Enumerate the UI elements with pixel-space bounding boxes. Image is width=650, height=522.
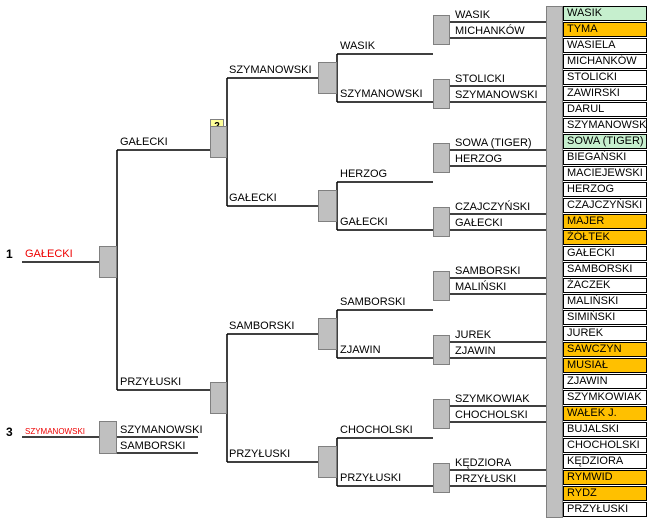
round-4-label: GAŁECKI bbox=[120, 136, 168, 148]
round-4-label: PRZYŁUSKI bbox=[120, 376, 182, 388]
player-cell: SZYMANOWSKI bbox=[563, 118, 647, 133]
round-1-bottom-label: MALIŃSKI bbox=[455, 281, 507, 293]
player-cell: RYMWID bbox=[563, 470, 647, 485]
round-1-top-label: SZYMKOWIAK bbox=[455, 393, 530, 405]
round-2-label: SZYMANOWSKI bbox=[340, 88, 423, 100]
player-cell: MUSIAŁ bbox=[563, 358, 647, 373]
round-1-box bbox=[433, 15, 450, 45]
round-3-box bbox=[210, 382, 227, 414]
round-1-top-label: JUREK bbox=[455, 329, 492, 341]
round-1-box bbox=[433, 207, 450, 237]
player-cell: WASIK bbox=[563, 6, 647, 21]
round-2-box bbox=[318, 446, 337, 478]
round-3-box bbox=[210, 126, 227, 158]
round-1-bottom-label: HERZOG bbox=[455, 153, 503, 165]
round-1-top-label: SAMBORSKI bbox=[455, 265, 521, 277]
player-cell: WASIELA bbox=[563, 38, 647, 53]
round-1-bottom-label: CHOCHOLSKI bbox=[455, 409, 528, 421]
round-3-label: SZYMANOWSKI bbox=[229, 64, 312, 76]
round-1-bottom-label: GAŁECKI bbox=[455, 217, 503, 229]
final-place-number: 1 bbox=[6, 247, 13, 261]
round-1-top-label: STOLICKI bbox=[455, 73, 505, 85]
player-cell: CHOCHOLSKI bbox=[563, 438, 647, 453]
round-1-box bbox=[433, 271, 450, 301]
round-1-box bbox=[433, 335, 450, 365]
player-cell: ZJAWIN bbox=[563, 374, 647, 389]
round-1-bottom-label: PRZYŁUSKI bbox=[455, 473, 517, 485]
round-2-box bbox=[318, 318, 337, 350]
round-1-box bbox=[433, 143, 450, 173]
player-cell: SOWA (TIGER) bbox=[563, 134, 647, 149]
player-cell: SAWCZYN bbox=[563, 342, 647, 357]
player-cell: TYMA bbox=[563, 22, 647, 37]
round-1-box bbox=[433, 79, 450, 109]
player-cell: CZAJCZYŃSKI bbox=[563, 198, 647, 213]
player-cell: JUREK bbox=[563, 326, 647, 341]
third-place-box bbox=[99, 421, 117, 454]
player-cell: MICHANKÓW bbox=[563, 54, 647, 69]
round-1-box bbox=[433, 463, 450, 493]
player-cell: SAMBORSKI bbox=[563, 262, 647, 277]
round-2-label: WASIK bbox=[340, 40, 376, 52]
player-cell: STOLICKI bbox=[563, 70, 647, 85]
round-1-top-label: WASIK bbox=[455, 9, 491, 21]
round-1-box bbox=[433, 399, 450, 429]
player-cell: RYDZ bbox=[563, 486, 647, 501]
round-1-bottom-label: ZJAWIN bbox=[455, 345, 496, 357]
round-2-label: PRZYŁUSKI bbox=[340, 472, 402, 484]
third-place-top-label: SZYMANOWSKI bbox=[120, 424, 203, 436]
third-place-winner-label: SZYMANOWSKI bbox=[25, 427, 86, 436]
round-2-box bbox=[318, 190, 337, 222]
third-place-bottom-label: SAMBORSKI bbox=[120, 440, 186, 452]
player-connector-column bbox=[546, 6, 563, 518]
round-1-top-label: SOWA (TIGER) bbox=[455, 137, 532, 149]
player-cell: SIMIŃSKI bbox=[563, 310, 647, 325]
round-3-label: GAŁECKI bbox=[229, 192, 277, 204]
round-3-label: PRZYŁUSKI bbox=[229, 448, 291, 460]
player-cell: ZAWIRSKI bbox=[563, 86, 647, 101]
round-3-label: SAMBORSKI bbox=[229, 320, 295, 332]
round-1-bottom-label: MICHANKÓW bbox=[455, 25, 525, 37]
final-box bbox=[99, 246, 117, 278]
player-cell: BIEGAŃSKI bbox=[563, 150, 647, 165]
player-cell: SZYMKOWIAK bbox=[563, 390, 647, 405]
round-2-label: CHOCHOLSKI bbox=[340, 424, 413, 436]
player-cell: HERZOG bbox=[563, 182, 647, 197]
player-cell: MACIEJEWSKI bbox=[563, 166, 647, 181]
round-2-label: ZJAWIN bbox=[340, 344, 381, 356]
round-2-label: GAŁECKI bbox=[340, 216, 388, 228]
round-2-label: SAMBORSKI bbox=[340, 296, 406, 308]
player-cell: MAJER bbox=[563, 214, 647, 229]
player-cell: PRZYŁUSKI bbox=[563, 502, 647, 517]
player-cell: GAŁECKI bbox=[563, 246, 647, 261]
third-place-number: 3 bbox=[6, 425, 13, 439]
player-cell: WAŁEK J. bbox=[563, 406, 647, 421]
round-2-label: HERZOG bbox=[340, 168, 388, 180]
player-cell: BUJALSKI bbox=[563, 422, 647, 437]
round-2-box bbox=[318, 62, 337, 94]
final-winner-label: GAŁECKI bbox=[25, 248, 73, 260]
player-cell: ŻÓŁTEK bbox=[563, 230, 647, 245]
player-cell: MALIŃSKI bbox=[563, 294, 647, 309]
player-cell: DARUL bbox=[563, 102, 647, 117]
round-1-top-label: CZAJCZYŃSKI bbox=[455, 201, 531, 213]
player-cell: KĘDZIORA bbox=[563, 454, 647, 469]
round-1-top-label: KĘDZIORA bbox=[455, 457, 512, 469]
round-1-bottom-label: SZYMANOWSKI bbox=[455, 89, 538, 101]
player-cell: ŻACZEK bbox=[563, 278, 647, 293]
